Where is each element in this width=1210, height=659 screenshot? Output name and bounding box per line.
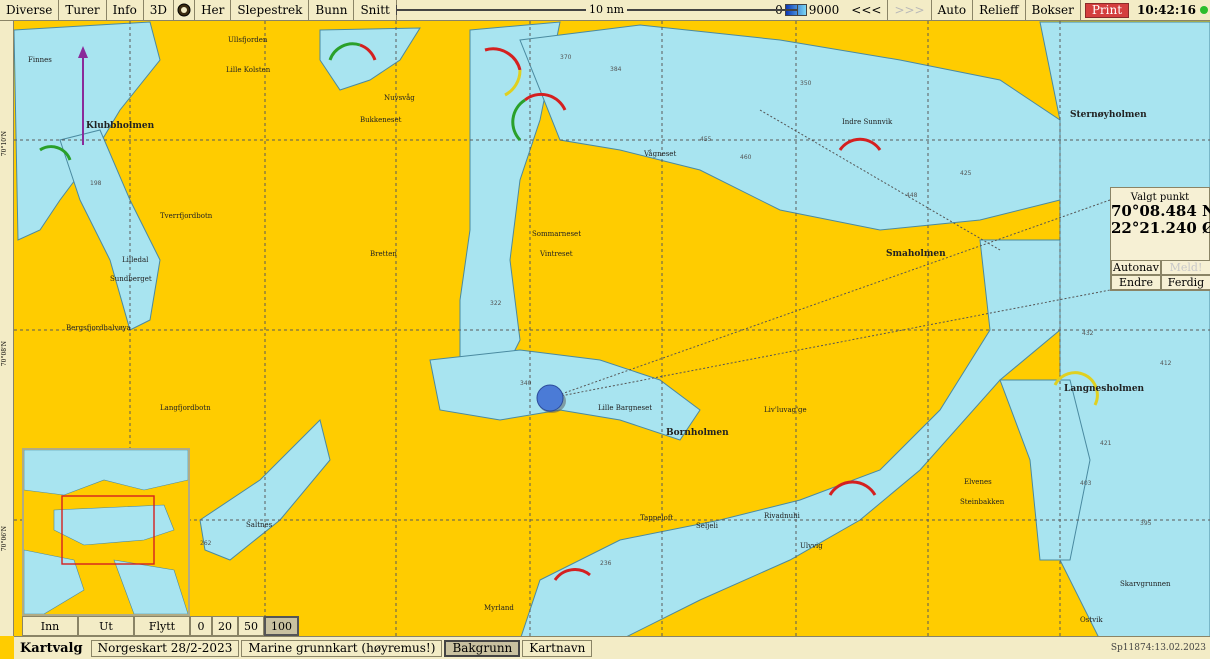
depth-max: 9000 bbox=[808, 3, 840, 17]
zoom-level-0[interactable]: 0 bbox=[190, 616, 212, 636]
snitt-button[interactable]: Snitt bbox=[354, 0, 397, 20]
place-label: Bergsfjordhalvøya bbox=[66, 324, 131, 332]
place-label: Ostvik bbox=[1080, 616, 1103, 624]
clock: 10:42:16 bbox=[1137, 3, 1196, 17]
place-label: Rivadnuhi bbox=[764, 512, 800, 520]
place-label: Vågneset bbox=[644, 150, 677, 158]
selected-point-panel: Valgt punkt 70°08.484 N 22°21.240 Ø Auto… bbox=[1110, 187, 1210, 291]
place-label: Bretten bbox=[370, 250, 397, 258]
depth-sounding: 432 bbox=[1082, 330, 1094, 337]
depth-sounding: 412 bbox=[1160, 360, 1172, 367]
back-button[interactable]: <<< bbox=[845, 0, 889, 20]
overview-map[interactable] bbox=[22, 448, 190, 616]
depth-sounding: 350 bbox=[800, 80, 812, 87]
ferdig-button[interactable]: Ferdig bbox=[1161, 275, 1210, 290]
forward-button[interactable]: >>> bbox=[888, 0, 932, 20]
slepestrek-button[interactable]: Slepestrek bbox=[231, 0, 310, 20]
place-label: Ulvvig bbox=[800, 542, 823, 550]
turer-menu[interactable]: Turer bbox=[59, 0, 107, 20]
place-label: Tverrfjordbotn bbox=[160, 212, 213, 220]
depth-sounding: 395 bbox=[1140, 520, 1152, 527]
marine-grunnkart-option[interactable]: Marine grunnkart (høyremus!) bbox=[241, 639, 443, 657]
panel-title: Valgt punkt bbox=[1130, 192, 1190, 203]
depth-sounding: 198 bbox=[90, 180, 102, 187]
depth-sounding: 340 bbox=[520, 380, 532, 387]
longitude-value: 22°21.240 Ø bbox=[1111, 219, 1210, 237]
place-label: Saltnes bbox=[246, 521, 273, 529]
place-label: Elvenes bbox=[964, 478, 992, 486]
place-label: Indre Sunnvik bbox=[842, 118, 893, 126]
bunn-button[interactable]: Bunn bbox=[309, 0, 355, 20]
depth-sounding: 236 bbox=[600, 560, 612, 567]
diverse-menu[interactable]: Diverse bbox=[0, 0, 60, 20]
compass-icon[interactable] bbox=[174, 0, 196, 20]
chart-source-text: Sp11874:13.02.2023 bbox=[1110, 643, 1206, 653]
depth-sounding: 448 bbox=[906, 192, 918, 199]
auto-button[interactable]: Auto bbox=[932, 0, 974, 20]
kartvalg-label: Kartvalg bbox=[20, 640, 83, 656]
latitude-value: 70°08.484 N bbox=[1111, 202, 1210, 220]
3d-button[interactable]: 3D bbox=[144, 0, 175, 20]
map-selection-bar: Kartvalg Norgeskart 28/2-2023 Marine gru… bbox=[14, 636, 1210, 659]
depth-sounding: 370 bbox=[560, 54, 572, 61]
relieff-button[interactable]: Relieff bbox=[973, 0, 1026, 20]
place-label: Lille Kolsten bbox=[226, 66, 271, 74]
place-label: Liv'luvag'ge bbox=[764, 406, 807, 414]
place-label: Lilledal bbox=[122, 256, 149, 264]
zoom-level-100[interactable]: 100 bbox=[264, 616, 299, 636]
place-label: Klubbholmen bbox=[86, 121, 155, 131]
depth-sounding: 322 bbox=[490, 300, 502, 307]
depth-sounding: 460 bbox=[740, 154, 752, 161]
autonav-button[interactable]: Autonav bbox=[1111, 260, 1161, 275]
place-label: Bornholmen bbox=[666, 428, 729, 438]
place-label: Smaholmen bbox=[886, 249, 946, 259]
place-label: Bukkeneset bbox=[360, 116, 402, 124]
depth-sounding: 384 bbox=[610, 66, 622, 73]
info-menu[interactable]: Info bbox=[107, 0, 144, 20]
zoom-in-button[interactable]: Inn bbox=[22, 616, 78, 636]
place-label: Lille Bargneset bbox=[598, 404, 653, 412]
place-label: Vintreset bbox=[540, 250, 573, 258]
place-label: Sommarneset bbox=[532, 230, 582, 238]
place-label: Seljeli bbox=[696, 522, 718, 530]
meld-button[interactable]: Meld! bbox=[1161, 260, 1210, 275]
place-label: Tappeloft bbox=[640, 514, 674, 522]
her-button[interactable]: Her bbox=[195, 0, 232, 20]
kartnavn-option[interactable]: Kartnavn bbox=[522, 639, 593, 657]
overview-chart bbox=[24, 450, 188, 614]
depth-sounding: 455 bbox=[700, 136, 712, 143]
zoom-level-50[interactable]: 50 bbox=[238, 616, 264, 636]
place-label: Nuvsvåg bbox=[384, 94, 415, 102]
place-label: Langfjordbotn bbox=[160, 404, 211, 412]
zoom-out-button[interactable]: Ut bbox=[78, 616, 134, 636]
zoom-level-20[interactable]: 20 bbox=[212, 616, 238, 636]
endre-button[interactable]: Endre bbox=[1111, 275, 1161, 290]
zoom-levels: 0 20 50 100 bbox=[190, 616, 299, 636]
depth-sounding: 421 bbox=[1100, 440, 1112, 447]
overview-buttons: Inn Ut Flytt bbox=[22, 616, 190, 636]
place-label: Sternøyholmen bbox=[1070, 110, 1147, 120]
depth-sounding: 262 bbox=[200, 540, 212, 547]
move-button[interactable]: Flytt bbox=[134, 616, 190, 636]
gps-status-icon bbox=[1200, 6, 1208, 14]
depth-sounding: 403 bbox=[1080, 480, 1092, 487]
place-label: Langnesholmen bbox=[1064, 384, 1145, 394]
bokser-button[interactable]: Bokser bbox=[1026, 0, 1081, 20]
place-label: Skarvgrunnen bbox=[1120, 580, 1171, 588]
place-label: Myrland bbox=[484, 604, 514, 612]
place-label: Finnes bbox=[28, 56, 52, 64]
bakgrunn-option[interactable]: Bakgrunn bbox=[444, 639, 521, 657]
norgeskart-option[interactable]: Norgeskart 28/2-2023 bbox=[90, 639, 240, 657]
latitude-scale: 70°10'N 70°08'N 70°06'N bbox=[0, 21, 14, 636]
place-label: Sundberget bbox=[110, 275, 152, 283]
place-label: Steinbakken bbox=[960, 498, 1005, 506]
scale-label: 10 nm bbox=[586, 3, 628, 16]
depth-sounding: 425 bbox=[960, 170, 972, 177]
print-button[interactable]: Print bbox=[1084, 2, 1130, 18]
place-label: Ullsfjorden bbox=[228, 36, 268, 44]
